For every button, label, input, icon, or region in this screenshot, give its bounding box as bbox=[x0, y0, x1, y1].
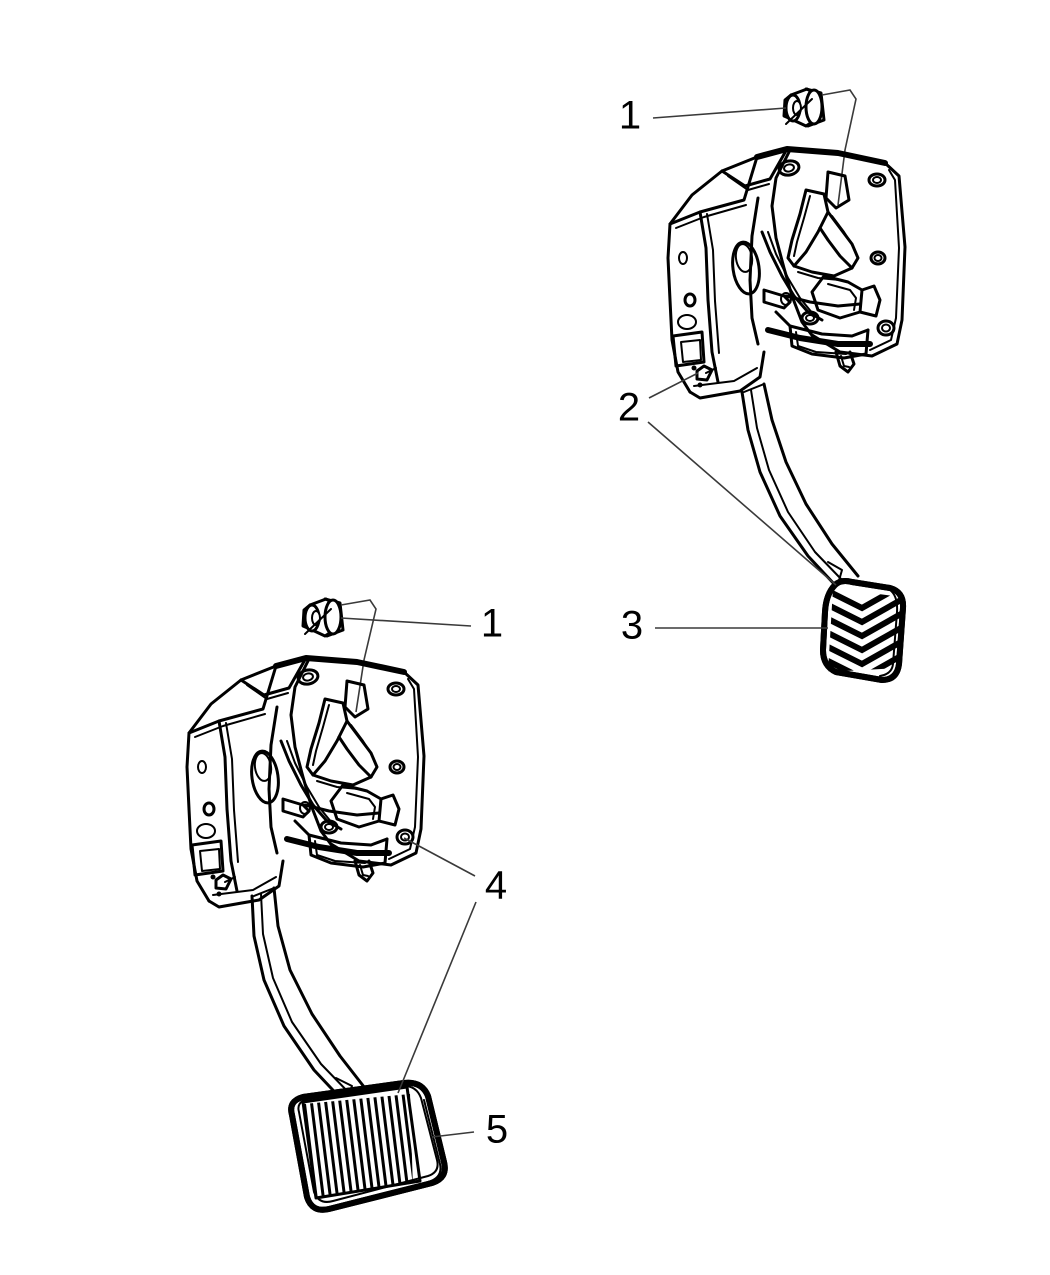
callout-number-5: 5 bbox=[486, 1108, 508, 1152]
clutch-pedal-bracket bbox=[185, 655, 426, 909]
mounting-nut-lower bbox=[301, 597, 345, 638]
callout-number-1-upper: 1 bbox=[619, 94, 641, 138]
leader-nut-to-stud-upper bbox=[821, 89, 857, 206]
brake-pedal-bracket bbox=[666, 146, 907, 400]
clutch-pedal-arm bbox=[250, 886, 370, 1106]
leader-callout-4-bottom bbox=[397, 901, 477, 1094]
brake-pedal-pad bbox=[820, 578, 907, 683]
leader-callout-1-upper bbox=[652, 107, 787, 119]
brake-pad-chevron-tread bbox=[828, 588, 901, 672]
leader-callout-4-top bbox=[403, 837, 476, 877]
mounting-nut-upper bbox=[782, 87, 826, 128]
leader-nut-to-stud-lower bbox=[340, 599, 377, 713]
leader-callout-1-lower bbox=[340, 617, 472, 627]
callout-number-4: 4 bbox=[485, 864, 507, 908]
leader-callout-2-bottom bbox=[647, 421, 837, 586]
lower-clutch-pedal-assembly: 1 4 5 bbox=[185, 597, 508, 1213]
callout-number-1-lower: 1 bbox=[481, 602, 503, 646]
leader-callout-2-top bbox=[648, 372, 699, 399]
leader-callout-5 bbox=[431, 1131, 475, 1138]
callout-number-2: 2 bbox=[618, 386, 640, 430]
clutch-pedal-pad bbox=[288, 1079, 448, 1213]
upper-brake-pedal-assembly: 1 2 3 bbox=[618, 87, 907, 683]
callout-number-3: 3 bbox=[621, 604, 643, 648]
